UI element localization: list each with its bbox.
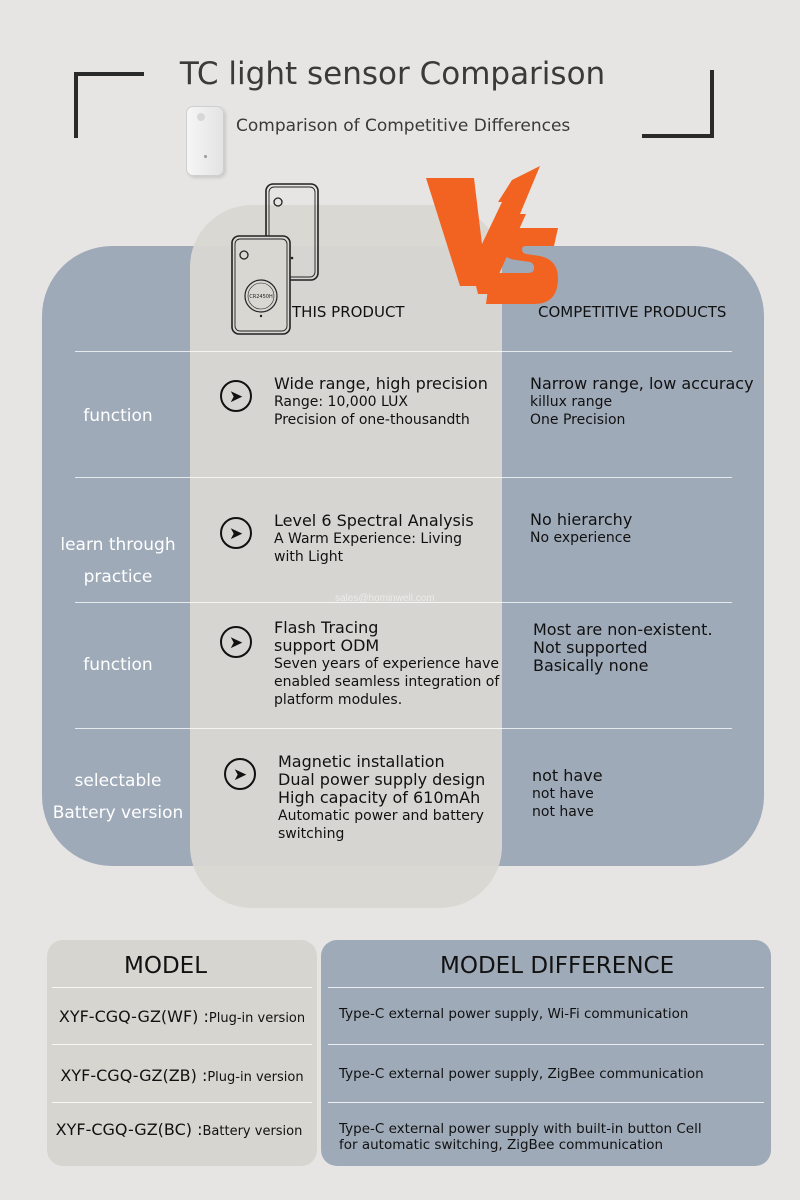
- chevron-right-icon: ➤: [220, 517, 252, 549]
- product-feature-2: Level 6 Spectral Analysis A Warm Experie…: [274, 511, 474, 566]
- row-divider: [52, 987, 312, 988]
- corner-bracket-right: [642, 70, 714, 138]
- product-feature-1: Wide range, high precision Range: 10,000…: [274, 374, 488, 429]
- watermark: sales@hominwell.com: [335, 593, 435, 604]
- row-label-function: function: [83, 406, 153, 426]
- model-difference-column: [321, 940, 771, 1166]
- chevron-right-icon: ➤: [220, 626, 252, 658]
- row-divider: [75, 602, 732, 603]
- page-title: TC light sensor Comparison: [179, 56, 606, 92]
- model-heading: MODEL: [124, 953, 208, 979]
- product-feature-3: Flash Tracing support ODM Seven years of…: [274, 618, 500, 709]
- product-feature-4: Magnetic installation Dual power supply …: [278, 752, 486, 843]
- row-divider: [75, 477, 732, 478]
- model-difference-item: Type-C external power supply with built-…: [339, 1121, 702, 1153]
- row-divider: [75, 351, 732, 352]
- row-divider: [328, 1102, 764, 1103]
- competitor-feature-3: Most are non-existent. Not supported Bas…: [533, 620, 713, 675]
- chevron-right-icon: ➤: [220, 380, 252, 412]
- row-divider: [52, 1044, 312, 1045]
- competitor-feature-4: not have not have not have: [532, 766, 603, 821]
- row-divider: [75, 728, 732, 729]
- row-label-function-odm: function: [83, 655, 153, 675]
- this-product-heading: THIS PRODUCT: [292, 303, 405, 321]
- battery-label: CR2450H: [249, 294, 273, 300]
- sensor-device-image: [186, 106, 224, 176]
- model-difference-item: Type-C external power supply, Wi-Fi comm…: [339, 1006, 689, 1022]
- model-column: [47, 940, 317, 1166]
- competitive-products-heading: COMPETITIVE PRODUCTS: [538, 303, 727, 321]
- lightning-vs-icon: [426, 166, 558, 304]
- page-subtitle: Comparison of Competitive Differences: [236, 116, 571, 136]
- row-divider: [52, 1102, 312, 1103]
- row-divider: [328, 987, 764, 988]
- competitor-feature-1: Narrow range, low accuracy killux range …: [530, 374, 754, 429]
- model-difference-heading: MODEL DIFFERENCE: [440, 953, 675, 979]
- sensor-outline-icon: CR2450H: [231, 183, 319, 335]
- row-label-learn-through-practice: learn through practice: [60, 535, 176, 587]
- model-difference-item: Type-C external power supply, ZigBee com…: [339, 1066, 704, 1082]
- model-item: XYF-CGQ-GZ(WF) :Plug-in version: [58, 1007, 306, 1026]
- chevron-right-icon: ➤: [224, 758, 256, 790]
- model-item: XYF-CGQ-GZ(BC) :Battery version: [55, 1120, 303, 1139]
- competitor-feature-2: No hierarchy No experience: [530, 510, 633, 547]
- corner-bracket-left: [74, 72, 144, 138]
- row-divider: [328, 1044, 764, 1045]
- row-label-selectable-battery: selectable Battery version: [52, 771, 184, 823]
- model-item: XYF-CGQ-GZ(ZB) :Plug-in version: [60, 1066, 304, 1085]
